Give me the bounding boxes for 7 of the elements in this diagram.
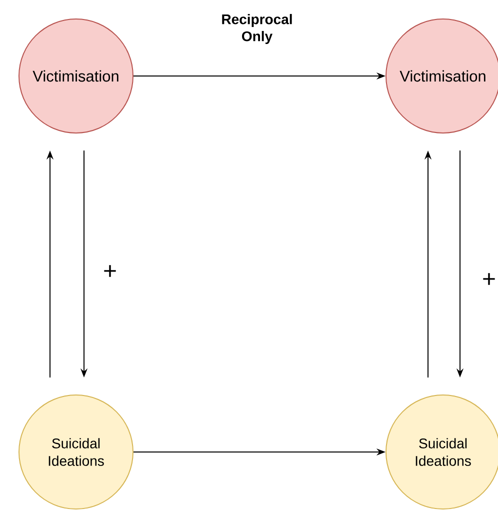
circle-node: Suicidal Ideations — [386, 394, 498, 510]
edge-label: Reciprocal Only — [222, 14, 292, 44]
edge-label: + — [104, 265, 116, 277]
edge-label: + — [483, 273, 495, 285]
circle-node: Victimisation — [386, 18, 498, 134]
circle-node: Suicidal Ideations — [18, 394, 134, 510]
circle-node: Victimisation — [18, 18, 134, 134]
